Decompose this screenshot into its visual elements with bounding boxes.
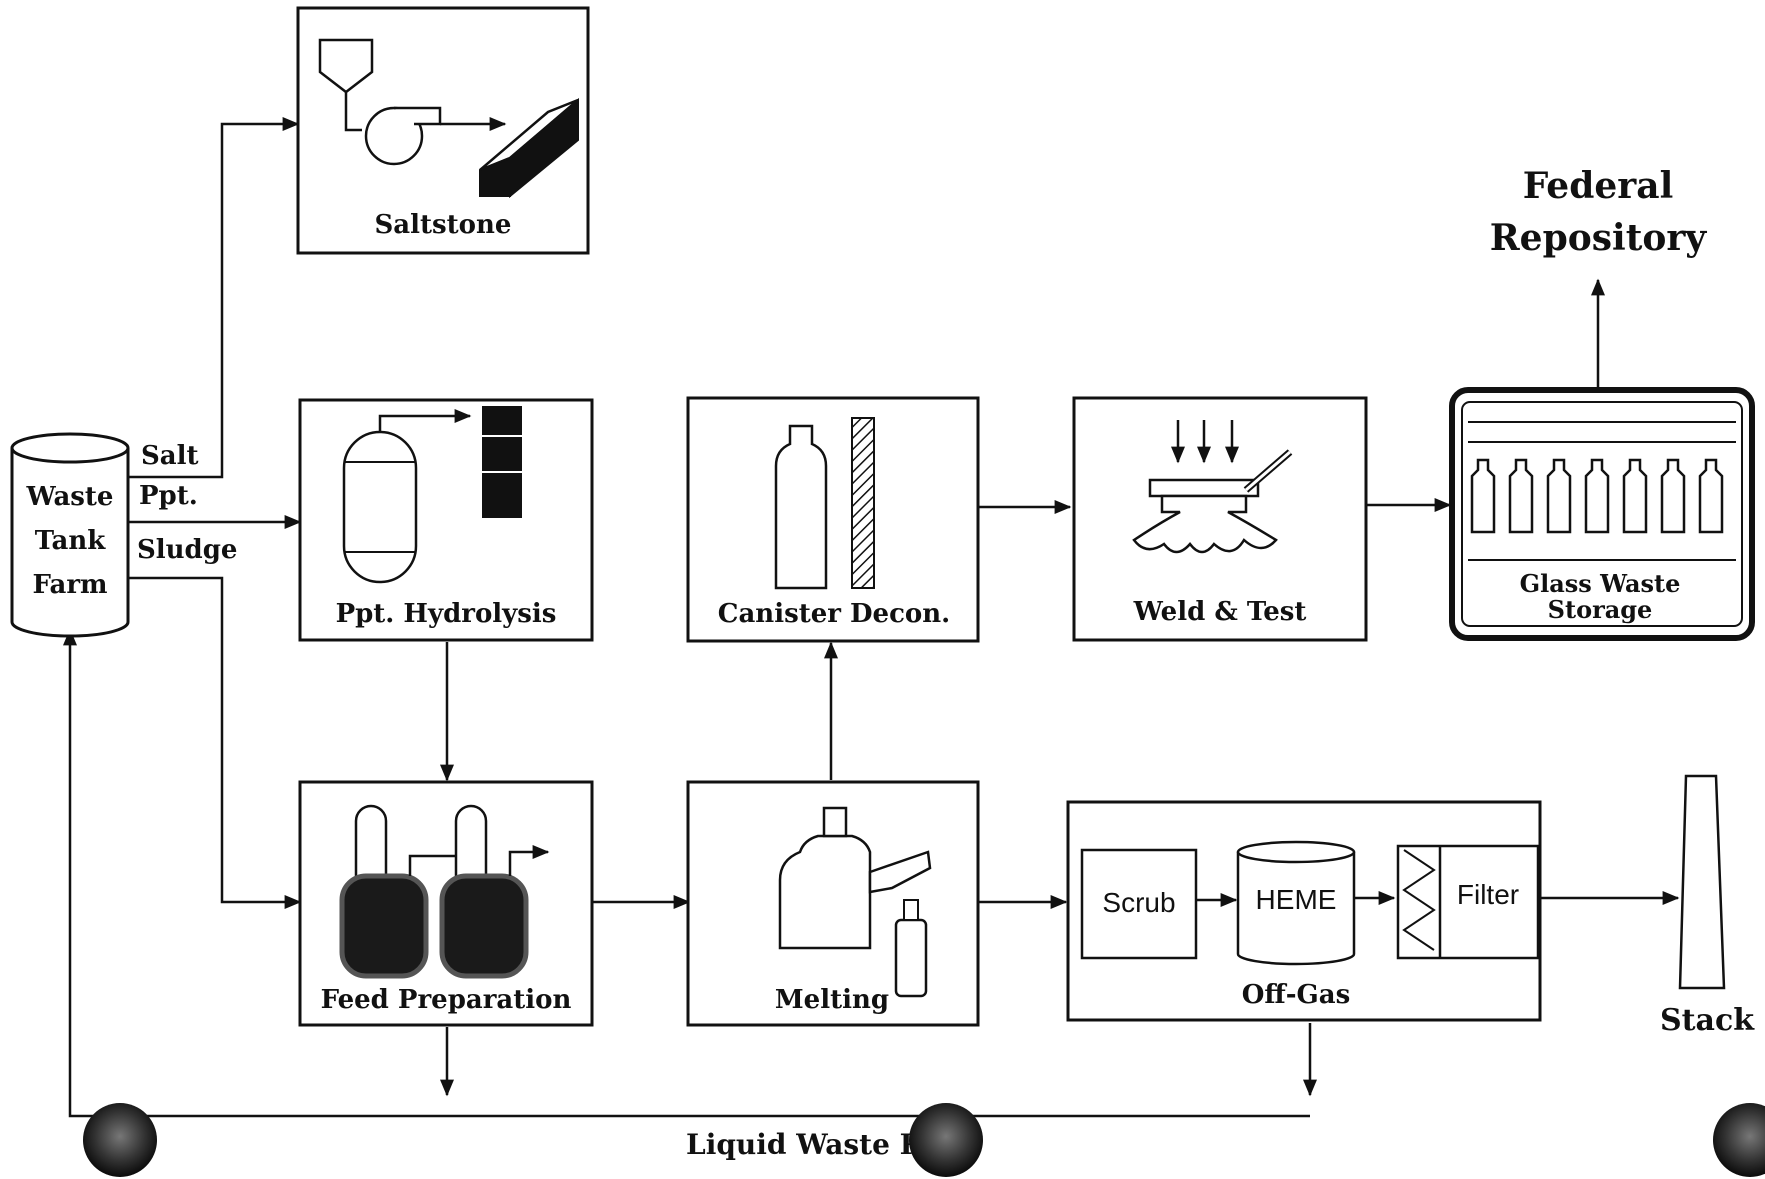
- weld-test-label: Weld & Test: [1133, 597, 1307, 627]
- tank-label-line-3: Farm: [32, 570, 107, 600]
- tank-stack-icon: [482, 406, 522, 518]
- ppt-stream-label: Ppt.: [139, 481, 198, 511]
- salt-stream-label: Salt: [141, 441, 199, 471]
- vessel-outlet-pipe: [378, 409, 472, 432]
- storage-label-line-1: Glass Waste: [1520, 569, 1681, 598]
- weld-press-arrows-icon: [1171, 420, 1239, 464]
- weld-torch-inner: [1245, 450, 1291, 492]
- scrub-label: Scrub: [1102, 887, 1175, 918]
- storage-inner-box: [1461, 401, 1743, 627]
- melting-unit: Melting: [686, 780, 980, 1027]
- liquid-waste-recycle-label: Liquid Waste R: [686, 1128, 924, 1161]
- waste-tank-farm: Waste Tank Farm: [10, 432, 130, 638]
- storage-label-line-2: Storage: [1548, 595, 1653, 624]
- federal-repository-label-line-1: Federal: [1523, 165, 1674, 207]
- heme-label: HEME: [1256, 884, 1337, 915]
- hopper-pipe: [344, 92, 362, 132]
- heme-vessel-top: [1236, 840, 1356, 864]
- ppt-hydrolysis-label: Ppt. Hydrolysis: [336, 599, 557, 629]
- melter-icon: [778, 834, 872, 950]
- weld-base-icon: [1132, 494, 1278, 554]
- federal-repository-label-line-2: Repository: [1490, 217, 1708, 259]
- hopper-icon: [318, 38, 374, 94]
- stored-canisters-icon: [1470, 458, 1724, 534]
- canister-decon-unit: Canister Decon.: [686, 396, 980, 643]
- feed-preparation-unit: Feed Preparation: [298, 780, 594, 1027]
- heme-vessel: [1236, 852, 1356, 966]
- pour-canister-neck: [903, 899, 919, 921]
- weld-test-unit: Weld & Test: [1072, 396, 1368, 642]
- stack-unit: Stack: [1660, 774, 1755, 1038]
- tank-body: [10, 448, 130, 638]
- scrub-box: [1080, 848, 1198, 960]
- hydrolysis-vessel-icon: [342, 430, 418, 584]
- glass-waste-storage-unit: Glass Waste Storage: [1449, 387, 1755, 641]
- vault-icon: [479, 97, 579, 199]
- melter-feed-port: [822, 806, 848, 838]
- ppt-hydrolysis-unit: Ppt. Hydrolysis: [298, 398, 594, 642]
- canister-decon-label: Canister Decon.: [718, 599, 950, 629]
- off-gas-unit: Scrub HEME Filter Off-Gas: [1066, 800, 1542, 1022]
- stack-label: Stack: [1660, 1003, 1755, 1038]
- scan-dot-center: [909, 1103, 983, 1177]
- flow-lines: [63, 117, 1680, 1118]
- tank-label-line-2: Tank: [35, 526, 107, 556]
- pour-canister-icon: [894, 918, 928, 998]
- filter-element-icon: [1402, 849, 1436, 951]
- decon-spray-wall-icon: [851, 417, 875, 589]
- melting-label: Melting: [775, 985, 889, 1015]
- feed-tank-2-icon: [439, 873, 529, 979]
- saltstone-label: Saltstone: [375, 210, 512, 240]
- sludge-flow-line: [129, 576, 302, 909]
- tank-label-line-1: Waste: [26, 482, 114, 512]
- filter-label: Filter: [1457, 879, 1519, 910]
- tank-top: [10, 432, 130, 464]
- off-gas-label: Off-Gas: [1242, 980, 1350, 1010]
- canister-decon-box: [686, 396, 980, 643]
- sludge-stream-label: Sludge: [137, 535, 237, 565]
- salt-flow-line: [129, 117, 300, 479]
- saltstone-unit: Saltstone: [296, 6, 590, 255]
- feed-preparation-label: Feed Preparation: [321, 985, 572, 1015]
- feed-outlet-pipe: [508, 845, 550, 876]
- scan-dot-left: [83, 1103, 157, 1177]
- scan-dot-right: [1713, 1103, 1765, 1177]
- liquid-waste-recycle-line: [63, 628, 1310, 1118]
- weld-plate-icon: [1148, 478, 1260, 498]
- feed-transfer-pipe: [408, 854, 456, 876]
- melter-pour-spout: [868, 850, 932, 894]
- stack-icon: [1678, 774, 1726, 990]
- pump-outlet: [394, 106, 442, 126]
- canister-icon: [774, 424, 828, 590]
- feed-tank-1-icon: [339, 873, 429, 979]
